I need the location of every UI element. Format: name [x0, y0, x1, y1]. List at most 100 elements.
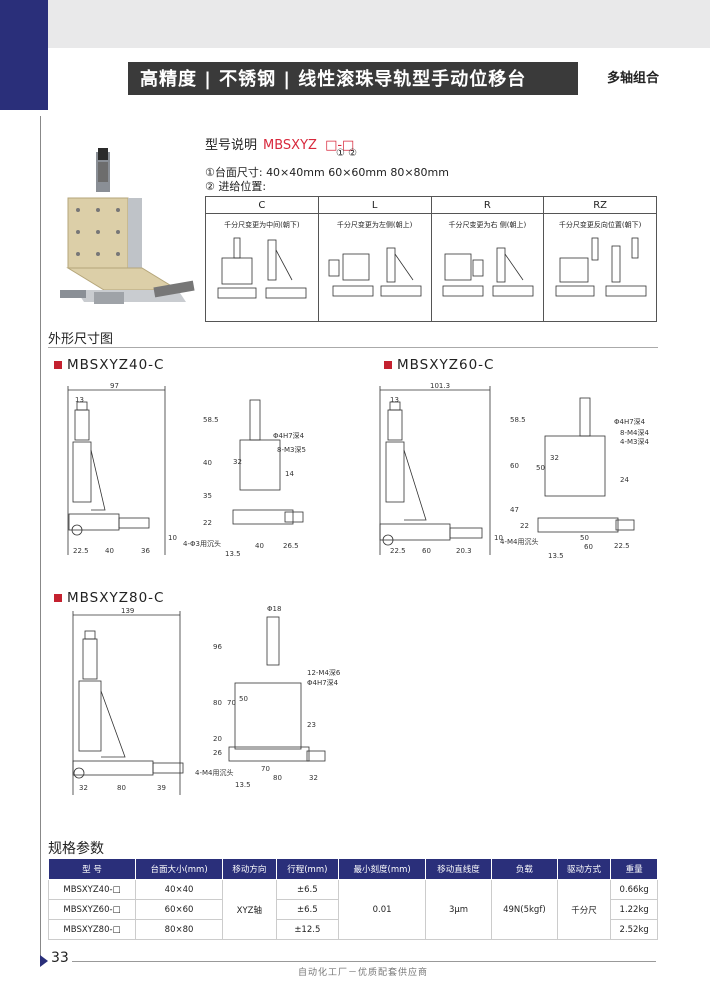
left-rule — [40, 116, 41, 961]
svg-text:101.3: 101.3 — [430, 382, 450, 390]
spec-header: 移动直线度 — [425, 858, 492, 880]
model-label: 型号说明 — [205, 138, 258, 153]
pos-desc-c: 千分尺变更为中间(朝下) — [224, 221, 300, 229]
svg-text:22: 22 — [520, 522, 529, 530]
dimensions-heading: 外形尺寸图 — [48, 332, 114, 347]
cell-straightness: 3μm — [425, 879, 492, 940]
feed-position-spec: ② 进给位置: — [205, 180, 267, 193]
pos-cell-l: 千分尺变更为左侧(朝上) — [317, 213, 432, 322]
svg-text:47: 47 — [510, 506, 519, 514]
spec-header: 移动方向 — [222, 858, 277, 880]
drawing-mbsxyz60: 101.3 13 22.5 60 20.3 10 58.5 60 47 22 5… — [379, 382, 649, 560]
svg-text:26.5: 26.5 — [283, 542, 299, 550]
svg-text:4-Φ3用沉头: 4-Φ3用沉头 — [183, 539, 221, 548]
cell-weight: 2.52kg — [610, 919, 658, 940]
option-markers: ① ② — [336, 148, 358, 159]
svg-text:58.5: 58.5 — [203, 416, 219, 424]
svg-text:10: 10 — [168, 534, 177, 542]
cell-weight: 1.22kg — [610, 899, 658, 920]
svg-text:58.5: 58.5 — [510, 416, 526, 424]
svg-text:13.5: 13.5 — [548, 552, 564, 560]
cell-model: MBSXYZ80-□ — [47, 919, 137, 940]
svg-text:20.3: 20.3 — [456, 547, 472, 555]
pos-code-c: C — [205, 196, 319, 214]
section-divider — [48, 347, 658, 348]
svg-text:Φ18: Φ18 — [267, 605, 281, 613]
cell-direction: XYZ轴 — [222, 879, 277, 940]
pos-cell-r: 千分尺变更为右 侧(朝上) — [430, 213, 545, 322]
footer-slogan: 自动化工厂－优质配套供应商 — [298, 968, 429, 978]
svg-text:22.5: 22.5 — [73, 547, 89, 555]
drawing-mbsxyz80: 139 Φ18 32 80 39 96 80 20 26 70 50 12-M4… — [72, 605, 341, 795]
top-band — [0, 0, 710, 48]
svg-text:13: 13 — [390, 396, 399, 404]
svg-text:Φ4H7深4: Φ4H7深4 — [614, 417, 646, 426]
pos-sketch-rz — [555, 237, 647, 297]
cell-weight: 0.66kg — [610, 879, 658, 900]
svg-text:50: 50 — [536, 464, 545, 472]
svg-text:22: 22 — [203, 519, 212, 527]
category-tag: 多轴组合 — [578, 62, 688, 95]
cell-travel: ±6.5 — [275, 899, 340, 920]
spec-heading: 规格参数 — [48, 841, 104, 857]
svg-text:4-M4用沉头: 4-M4用沉头 — [500, 537, 538, 546]
svg-text:50: 50 — [239, 695, 248, 703]
cell-load: 49N(5kgf) — [490, 879, 558, 940]
model-placeholder: □-□ — [325, 138, 355, 153]
svg-text:70: 70 — [227, 699, 236, 707]
pos-sketch-r — [442, 247, 534, 297]
product-photo — [60, 148, 195, 304]
cell-travel: ±6.5 — [275, 879, 340, 900]
svg-text:32: 32 — [309, 774, 318, 782]
spec-header: 负载 — [490, 858, 558, 880]
svg-text:80: 80 — [117, 784, 126, 792]
pos-code-rz: RZ — [543, 196, 657, 214]
page-number: 33 — [51, 950, 69, 966]
svg-text:8-M4深4: 8-M4深4 — [620, 428, 649, 437]
svg-text:139: 139 — [121, 607, 134, 615]
svg-text:39: 39 — [157, 784, 166, 792]
pos-desc-l: 千分尺变更为左侧(朝上) — [336, 221, 413, 229]
drawing-mbsxyz40: 97 13 22.5 40 36 10 58.5 40 35 22 32 Φ4H… — [67, 382, 306, 558]
svg-text:Φ4H7深4: Φ4H7深4 — [307, 678, 339, 687]
spec-header: 驱动方式 — [556, 858, 612, 880]
cell-size: 40×40 — [135, 879, 224, 900]
table-size-spec: ①台面尺寸: 40×40mm 60×60mm 80×80mm — [205, 166, 449, 179]
drawing-label-60: MBSXYZ60-C — [384, 357, 494, 373]
table-row: MBSXYZ40-□ 40×40 XYZ轴 ±6.5 0.01 3μm 49N(… — [47, 879, 658, 940]
pos-code-r: R — [430, 196, 545, 214]
spec-header: 最小刻度(mm) — [338, 858, 427, 880]
pos-cell-c: 千分尺变更为中间(朝下) — [205, 213, 319, 322]
svg-text:26: 26 — [213, 749, 222, 757]
red-square-marker — [54, 361, 62, 369]
svg-text:22.5: 22.5 — [614, 542, 630, 550]
svg-text:50: 50 — [580, 534, 589, 542]
svg-text:4-M4用沉头: 4-M4用沉头 — [195, 768, 233, 777]
cell-size: 80×80 — [135, 919, 224, 940]
svg-text:40: 40 — [203, 459, 212, 467]
feed-position-table: C L R RZ 千分尺变更为中间(朝下) 千分尺变更为左侧(朝上) — [205, 196, 657, 322]
spec-header: 行程(mm) — [275, 858, 340, 880]
svg-text:4-M3深4: 4-M3深4 — [620, 437, 649, 446]
svg-text:22.5: 22.5 — [390, 547, 406, 555]
svg-text:12-M4深6: 12-M4深6 — [307, 668, 341, 677]
cell-travel: ±12.5 — [275, 919, 340, 940]
svg-text:35: 35 — [203, 492, 212, 500]
table-row: MBSXYZ60-□ 60×60 ±6.5 1.22kg — [47, 899, 658, 920]
svg-text:70: 70 — [261, 765, 270, 773]
svg-text:60: 60 — [422, 547, 431, 555]
left-accent-bar — [0, 0, 48, 110]
spec-table: 型 号 台面大小(mm) 移动方向 行程(mm) 最小刻度(mm) 移动直线度 … — [47, 858, 658, 940]
drawing-label-80: MBSXYZ80-C — [54, 590, 164, 606]
red-square-marker — [54, 594, 62, 602]
pos-sketch-l — [328, 247, 422, 297]
cell-drive: 千分尺 — [556, 879, 612, 940]
spec-header: 重量 — [610, 858, 658, 880]
spec-header: 型 号 — [47, 858, 137, 880]
red-square-marker — [384, 361, 392, 369]
svg-text:40: 40 — [105, 547, 114, 555]
page-arrow-icon — [40, 955, 48, 967]
svg-text:80: 80 — [213, 699, 222, 707]
cell-scale: 0.01 — [338, 879, 427, 940]
svg-text:36: 36 — [141, 547, 150, 555]
